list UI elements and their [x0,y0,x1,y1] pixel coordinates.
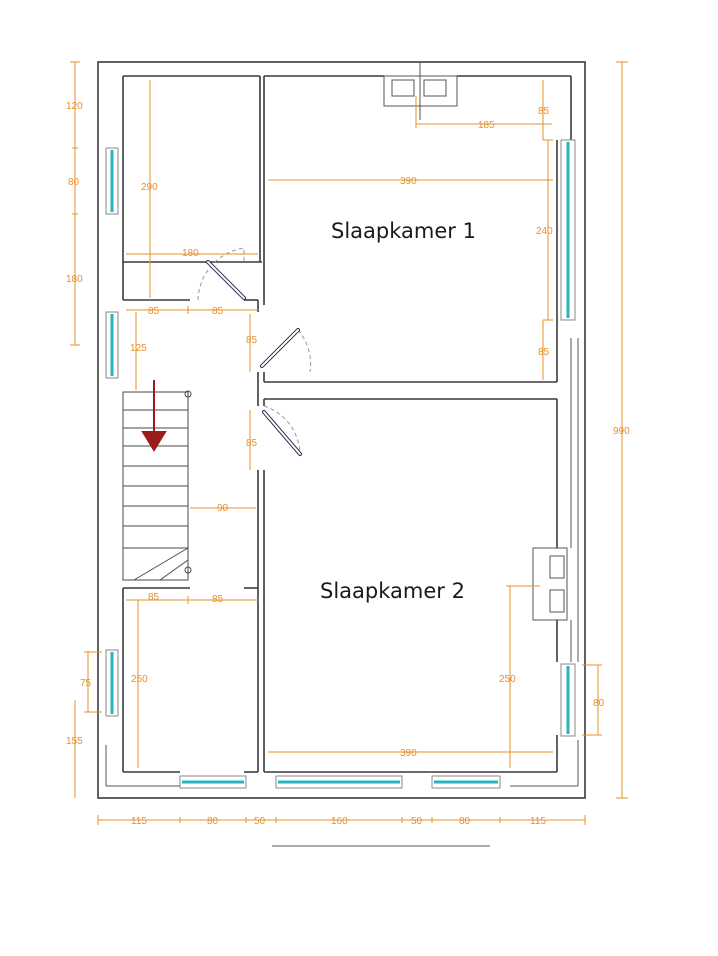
outer-wall [97,61,586,799]
dimension-lines [70,61,628,825]
dim-label: 120 [66,101,83,112]
dim-label: 85 [148,306,160,317]
dim-label: 185 [478,120,495,131]
dim-label: 80 [207,816,219,827]
door-leaf-inner [263,411,301,455]
door-leaf-inner [261,329,299,367]
dim-label: 85 [212,594,224,605]
dim-label: 180 [66,274,83,285]
dim-label: 250 [499,674,516,685]
room-label-slaapkamer-1: Slaapkamer 1 [331,219,476,243]
dimension-labels: 120 80 180 75 155 990 80 290 180 85 85 1… [66,101,630,827]
door-swing [197,247,245,301]
staircase [122,380,192,581]
door-swing [297,329,312,373]
dim-label: 85 [246,438,258,449]
dim-label: 115 [530,816,546,827]
dim-label: 50 [254,816,266,827]
dim-label: 80 [459,816,471,827]
chimney-flue [423,79,447,97]
dim-label: 80 [68,177,80,188]
windows [105,139,576,789]
dim-label: 390 [400,748,417,759]
chimney-flue [391,79,415,97]
dim-label: 125 [130,343,147,354]
dim-label: 390 [400,176,417,187]
chimney-flue [549,589,565,613]
chimney-block [532,547,568,621]
chimney-flue [549,555,565,579]
dim-label: 80 [593,698,605,709]
dim-label: 85 [212,306,224,317]
dim-label: 115 [131,816,147,827]
doors [197,247,312,456]
dim-label: 85 [538,347,550,358]
arrow-down-icon [141,431,167,452]
dim-label: 155 [66,736,83,747]
dim-label: 180 [182,248,199,259]
dim-label: 160 [331,816,348,827]
dim-label: 85 [246,335,258,346]
dim-label: 90 [217,503,229,514]
dim-label: 75 [80,678,92,689]
dim-label: 290 [141,182,158,193]
dim-label: 85 [538,106,550,117]
dim-label: 85 [148,592,160,603]
room-label-slaapkamer-2: Slaapkamer 2 [320,579,465,603]
walls [97,61,586,847]
dim-label: 50 [411,816,423,827]
dim-label: 240 [536,226,553,237]
dim-label: 990 [613,426,630,437]
dim-label: 250 [131,674,148,685]
door-swing [263,405,301,455]
door-leaf-inner [207,261,245,299]
